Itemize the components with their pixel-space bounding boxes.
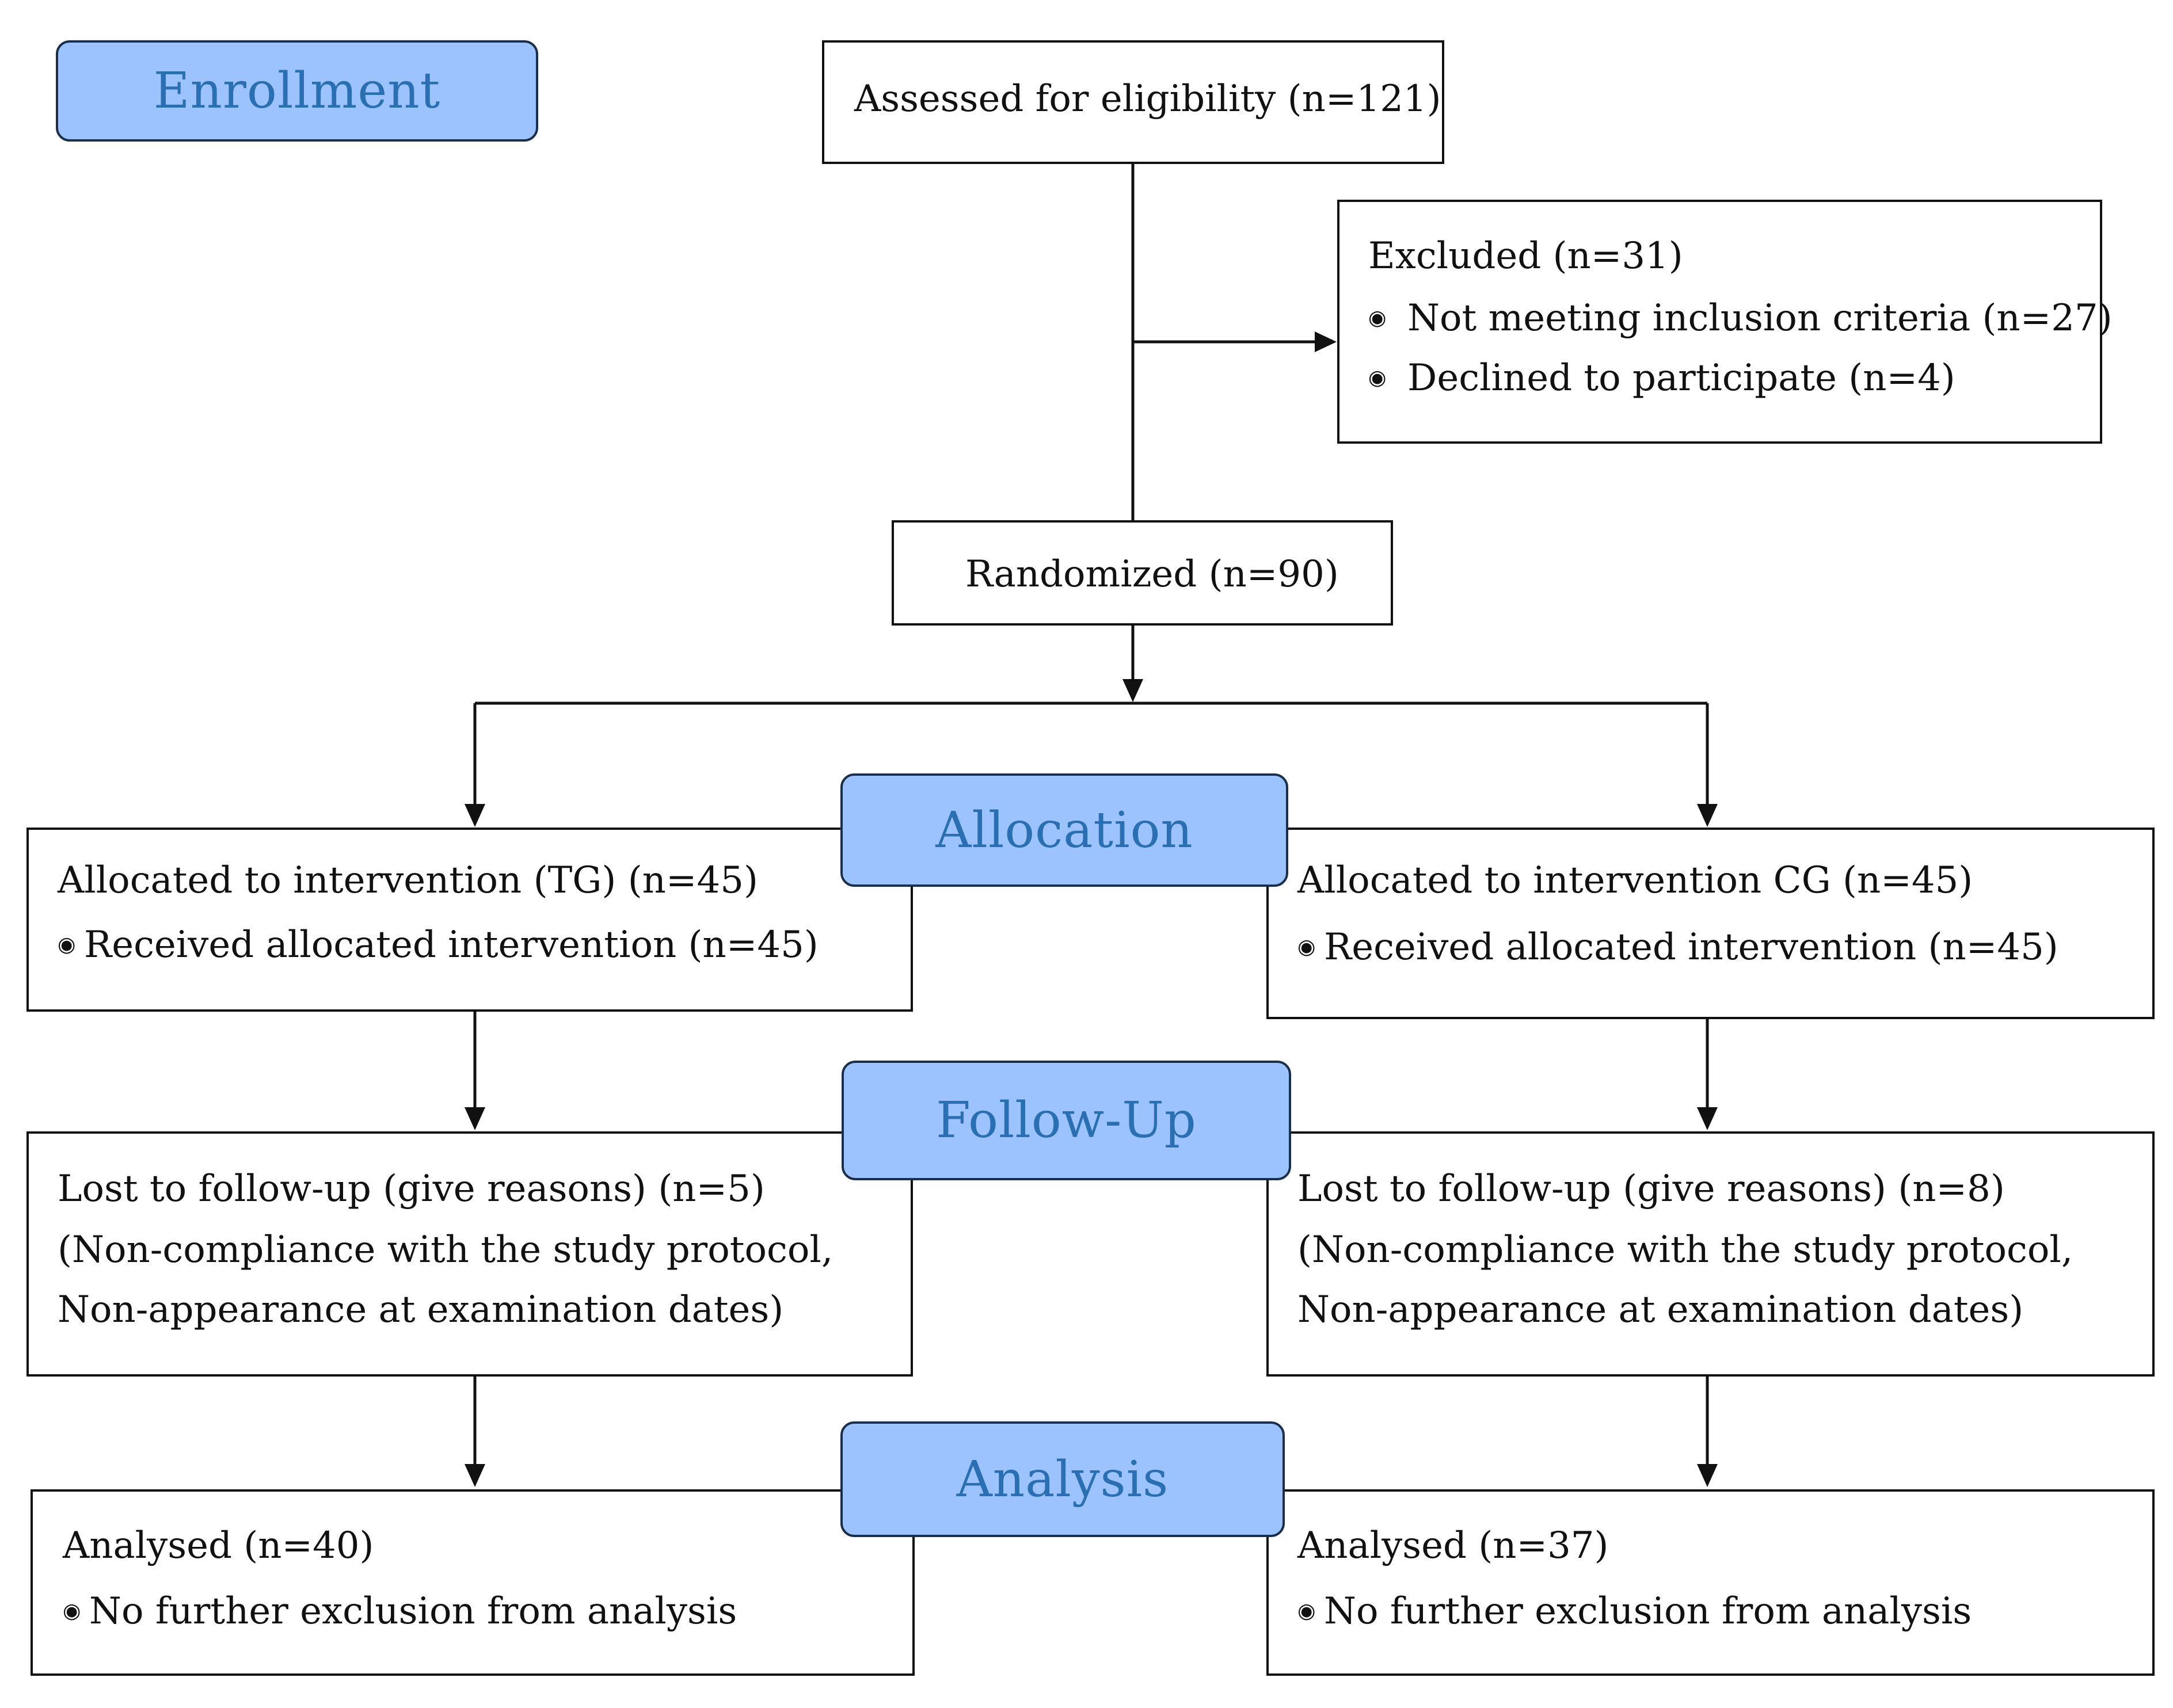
left-allocation-box: Allocated to intervention (TG) (n=45) ◉ … (26, 828, 913, 1012)
right-followup-line-2: (Non-compliance with the study protocol, (1297, 1229, 2073, 1271)
right-analysis-box: Analysed (n=37) ◉ No further exclusion f… (1266, 1489, 2155, 1676)
right-followup-line-1: Lost to follow-up (give reasons) (n=8) (1297, 1168, 2005, 1210)
randomized-text: Randomized (n=90) (965, 553, 1339, 596)
excluded-item-1: Not meeting inclusion criteria (n=27) (1407, 297, 2113, 340)
right-analysis-title: Analysed (n=37) (1297, 1524, 1609, 1567)
arrowhead-excluded (1315, 331, 1337, 352)
excluded-bullet-icon: ◉ (1368, 366, 1387, 390)
left-followup-box: Lost to follow-up (give reasons) (n=5) (… (26, 1131, 913, 1377)
right-followup-line-3: Non-appearance at examination dates) (1297, 1288, 2024, 1331)
right-analysis-bullet-icon: ◉ (1297, 1599, 1316, 1623)
left-followup-line-3: Non-appearance at examination dates) (58, 1288, 784, 1331)
arrowhead-left-analysis (465, 1464, 485, 1487)
stage-analysis-label: Analysis (956, 1450, 1169, 1508)
stage-analysis: Analysis (840, 1421, 1285, 1537)
arrowhead-split (1122, 679, 1143, 702)
randomized-box: Randomized (n=90) (892, 520, 1393, 626)
stage-allocation: Allocation (840, 773, 1288, 887)
arrowhead-right-followup (1697, 1107, 1718, 1130)
right-allocation-bullet-icon: ◉ (1297, 935, 1316, 959)
left-analysis-bullet-icon: ◉ (63, 1599, 81, 1623)
stage-follow-up: Follow-Up (842, 1061, 1291, 1180)
excluded-item-2: Declined to participate (n=4) (1407, 357, 1955, 399)
left-allocation-item: Received allocated intervention (n=45) (84, 924, 819, 966)
left-analysis-item: No further exclusion from analysis (89, 1590, 737, 1633)
right-analysis-item: No further exclusion from analysis (1324, 1590, 1972, 1633)
arrowhead-right-allocation (1697, 804, 1718, 827)
stage-enrollment-label: Enrollment (153, 62, 441, 120)
right-allocation-item: Received allocated intervention (n=45) (1324, 926, 2058, 969)
assessed-box: Assessed for eligibility (n=121) (822, 40, 1444, 164)
excluded-title: Excluded (n=31) (1368, 235, 1683, 277)
left-followup-line-2: (Non-compliance with the study protocol, (58, 1229, 834, 1271)
left-analysis-box: Analysed (n=40) ◉ No further exclusion f… (31, 1489, 915, 1676)
left-analysis-title: Analysed (n=40) (63, 1524, 374, 1567)
left-followup-line-1: Lost to follow-up (give reasons) (n=5) (58, 1168, 765, 1210)
left-allocation-bullet-icon: ◉ (58, 933, 76, 956)
arrowhead-left-allocation (465, 804, 485, 827)
assessed-text: Assessed for eligibility (n=121) (854, 78, 1441, 120)
stage-allocation-label: Allocation (935, 801, 1193, 859)
right-followup-box: Lost to follow-up (give reasons) (n=8) (… (1266, 1131, 2155, 1377)
stage-follow-up-label: Follow-Up (936, 1092, 1197, 1149)
stage-enrollment: Enrollment (56, 40, 538, 142)
left-allocation-title: Allocated to intervention (TG) (n=45) (58, 859, 758, 902)
excluded-box: Excluded (n=31) ◉ Not meeting inclusion … (1337, 200, 2113, 444)
arrowhead-right-analysis (1697, 1464, 1718, 1487)
right-allocation-box: Allocated to intervention CG (n=45) ◉ Re… (1266, 828, 2155, 1019)
arrowhead-left-followup (465, 1107, 485, 1130)
right-allocation-title: Allocated to intervention CG (n=45) (1297, 859, 1973, 902)
excluded-bullet-icon: ◉ (1368, 306, 1387, 330)
